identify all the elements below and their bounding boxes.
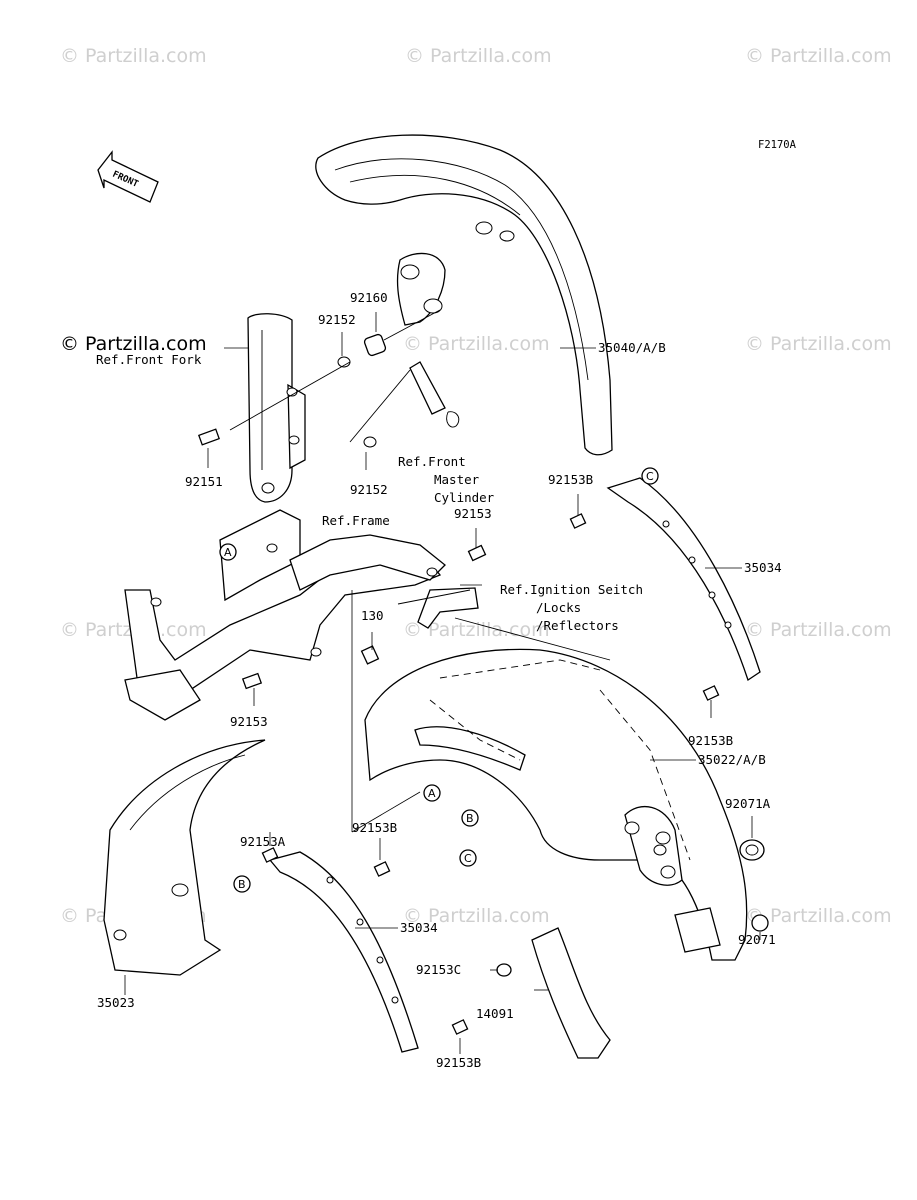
- ref-master-cylinder-line2: Master: [434, 472, 480, 487]
- part-label-92153b: 92153B: [352, 820, 397, 835]
- part-label-92153b: 92153B: [548, 472, 593, 487]
- callout-b-label: B: [466, 812, 474, 825]
- watermark: © Partzilla.com: [745, 905, 892, 927]
- watermark: © Partzilla.com: [405, 45, 552, 67]
- part-label-92153a: 92153A: [240, 834, 286, 849]
- part-label-35040: 35040/A/B: [598, 340, 666, 355]
- part-label-92153: 92153: [454, 506, 492, 521]
- ref-frame: Ref.Frame: [322, 513, 390, 528]
- callout-c-label: C: [464, 852, 472, 865]
- ref-ignition-line2: /Locks: [536, 600, 581, 615]
- watermark: © Partzilla.com: [60, 45, 207, 67]
- callout-a: [423, 784, 441, 802]
- fender-strut-upper: [606, 477, 761, 682]
- part-label-92153b: 92153B: [436, 1055, 481, 1070]
- callout-c-label: C: [646, 470, 654, 483]
- leader-lines: [124, 312, 761, 1054]
- callout-a-label: A: [428, 787, 436, 800]
- diagram-id: F2170A: [758, 139, 797, 151]
- watermark: © Partzilla.com: [745, 619, 892, 641]
- ref-master-cylinder-line3: Cylinder: [434, 490, 495, 505]
- front-fender: [315, 134, 613, 456]
- grommets: [261, 513, 769, 1035]
- watermark: © Partzilla.com: [745, 45, 892, 67]
- rear-fender: [364, 648, 748, 961]
- mud-flap: [531, 927, 611, 1059]
- callout-a: [219, 543, 237, 561]
- watermark: © Partzilla.com: [403, 905, 550, 927]
- watermark: © Partzilla.com: [403, 619, 550, 641]
- part-label-92152: 92152: [350, 482, 388, 497]
- part-label-92152: 92152: [318, 312, 356, 327]
- ref-ignition-line1: Ref.Ignition Seitch: [500, 582, 643, 597]
- part-label-14091: 14091: [476, 1006, 514, 1021]
- part-label-92151: 92151: [185, 474, 223, 489]
- fender-strut-lower: [268, 851, 419, 1053]
- part-label-92153c: 92153C: [416, 962, 461, 977]
- ref-ignition-line3: /Reflectors: [536, 618, 619, 633]
- callouts: A A B B C C: [219, 467, 659, 893]
- part-label-92071a: 92071A: [725, 796, 771, 811]
- part-label-92153b: 92153B: [688, 733, 733, 748]
- part-labels: 35040/A/B 92160 92152 92152 92151 92153 …: [97, 290, 782, 1070]
- callout-c: [459, 849, 477, 867]
- callout-a-label: A: [224, 546, 232, 559]
- part-label-92153: 92153: [230, 714, 268, 729]
- reference-labels: Ref.Front Fork Ref.Front Master Cylinder…: [96, 352, 643, 633]
- part-label-35022: 35022/A/B: [698, 752, 766, 767]
- part-label-35034: 35034: [744, 560, 782, 575]
- frame: [124, 509, 446, 721]
- ref-master-cylinder-line1: Ref.Front: [398, 454, 466, 469]
- watermark: © Partzilla.com: [745, 333, 892, 355]
- part-label-92160: 92160: [350, 290, 388, 305]
- front-hardware: [197, 309, 460, 448]
- watermark: © Partzilla.com: [403, 333, 550, 355]
- watermark-dark: © Partzilla.com: [60, 333, 207, 355]
- callout-c: [641, 467, 659, 485]
- part-label-130: 130: [361, 608, 384, 623]
- callout-b-label: B: [238, 878, 246, 891]
- part-label-92071: 92071: [738, 932, 776, 947]
- front-fork: [247, 313, 306, 503]
- callout-b: [461, 809, 479, 827]
- part-label-35034: 35034: [400, 920, 438, 935]
- bracket-hardware: [241, 544, 611, 690]
- front-arrow-icon: FRONT: [97, 150, 159, 203]
- inner-fender: [103, 739, 266, 976]
- ref-front-fork: Ref.Front Fork: [96, 352, 202, 367]
- part-label-35023: 35023: [97, 995, 135, 1010]
- callout-b: [233, 875, 251, 893]
